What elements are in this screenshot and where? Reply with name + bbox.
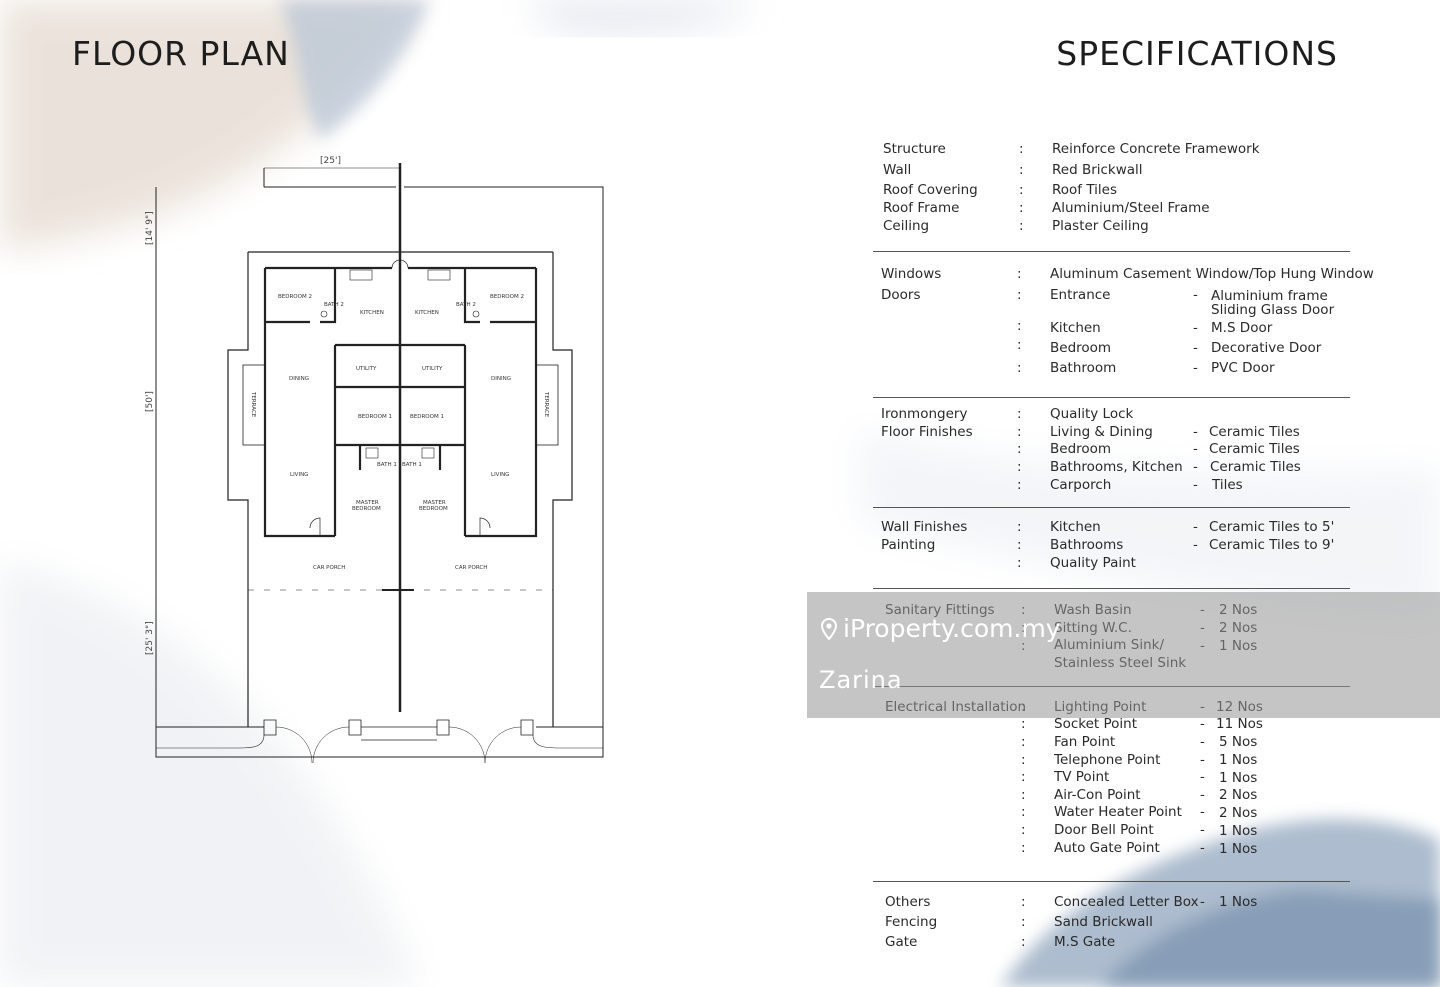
location-pin-icon [821, 617, 837, 640]
room-bedroom1-right: BEDROOM 1 [410, 414, 444, 420]
room-bath2-right: BATH 2 [456, 302, 476, 308]
floor-plan-title: FLOOR PLAN [72, 34, 290, 73]
room-master-right: MASTER [423, 500, 446, 506]
room-bath1-left: BATH 1 [377, 462, 397, 468]
room-kitchen-left: KITCHEN [360, 310, 384, 316]
room-master-left: MASTER [356, 500, 379, 506]
watermark-logo: iProperty.com.my [821, 614, 1061, 643]
room-carporch-left: CAR PORCH [313, 565, 345, 571]
room-terrace-right: TERRACE [543, 391, 549, 418]
room-terrace-left: TERRACE [250, 391, 256, 418]
room-bath2-left: BATH 2 [324, 302, 344, 308]
room-utility-right: UTILITY [422, 366, 443, 372]
room-carporch-right: CAR PORCH [455, 565, 487, 571]
watermark-brand: iProperty.com.my [843, 614, 1061, 643]
room-living-left: LIVING [290, 472, 308, 478]
floor-plan-drawing: [25'] [14' 9"] [50'] [25' 3"] BEDROOM 2 … [145, 156, 604, 764]
room-living-right: LIVING [491, 472, 509, 478]
watermark-agent-name: Zarina [819, 666, 903, 694]
room-utility-left: UTILITY [356, 366, 377, 372]
room-dining-left: DINING [289, 376, 309, 382]
room-bedroom2-left: BEDROOM 2 [278, 294, 312, 300]
specifications-title: SPECIFICATIONS [1056, 34, 1338, 73]
room-master-bedroom-right: BEDROOM [419, 506, 448, 512]
room-bedroom1-left: BEDROOM 1 [358, 414, 392, 420]
room-kitchen-right: KITCHEN [415, 310, 439, 316]
room-bath1-right: BATH 1 [402, 462, 422, 468]
room-bedroom2-right: BEDROOM 2 [490, 294, 524, 300]
room-dining-right: DINING [491, 376, 511, 382]
dim-left-top: [14' 9"] [145, 211, 155, 245]
dim-left-mid: [50'] [145, 391, 155, 412]
dim-left-bot: [25' 3"] [145, 621, 155, 655]
watermark-overlay: iProperty.com.my Zarina [807, 592, 1440, 718]
dim-top: [25'] [320, 156, 341, 166]
room-master-bedroom-left: BEDROOM [352, 506, 381, 512]
